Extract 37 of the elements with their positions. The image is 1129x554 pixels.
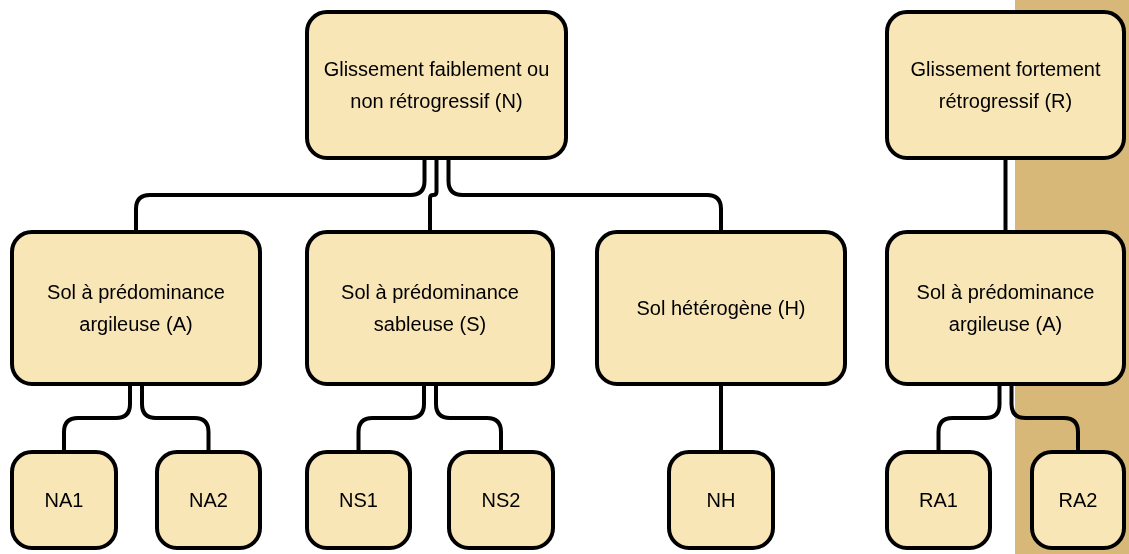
box-label: RA1 — [919, 488, 958, 513]
category-box — [305, 450, 412, 550]
category-box — [885, 230, 1126, 386]
box-label: NS1 — [339, 488, 378, 513]
connector-line — [434, 386, 503, 450]
category-box — [10, 230, 262, 386]
box-label: Sol à prédominance sableuse (S) — [340, 280, 520, 337]
box-label: Sol à prédominance argileuse (A) — [915, 280, 1096, 337]
box-label: NA2 — [189, 488, 228, 513]
category-box — [667, 450, 775, 550]
box-label: Glissement fortement rétrogressif (R) — [909, 57, 1102, 114]
box-label: NA1 — [44, 488, 84, 513]
box-label: NH — [706, 488, 736, 513]
category-box — [305, 230, 555, 386]
category-box — [885, 10, 1126, 160]
category-box — [155, 450, 262, 550]
box-label: Glissement faiblement ou non rétrogressif (N) — [322, 57, 551, 114]
connector-line — [1003, 160, 1008, 230]
box-label: Sol à prédominance argileuse (A) — [46, 280, 226, 337]
category-box — [1030, 450, 1126, 550]
connector-line — [62, 386, 132, 450]
connector-line — [719, 386, 723, 450]
category-box — [885, 450, 992, 550]
box-label: NS2 — [481, 488, 521, 513]
box-label: Sol hétérogène (H) — [636, 296, 806, 321]
connector-line — [356, 386, 426, 450]
connector-line — [446, 160, 723, 230]
connector-line — [936, 386, 1002, 450]
connector-line — [428, 160, 439, 230]
category-box — [595, 230, 847, 386]
box-label: RA2 — [1058, 488, 1098, 513]
connector-line — [140, 386, 211, 450]
connector-line — [1009, 386, 1080, 450]
connector-line — [134, 160, 427, 230]
category-box — [305, 10, 568, 160]
category-box — [10, 450, 118, 550]
category-box — [447, 450, 555, 550]
